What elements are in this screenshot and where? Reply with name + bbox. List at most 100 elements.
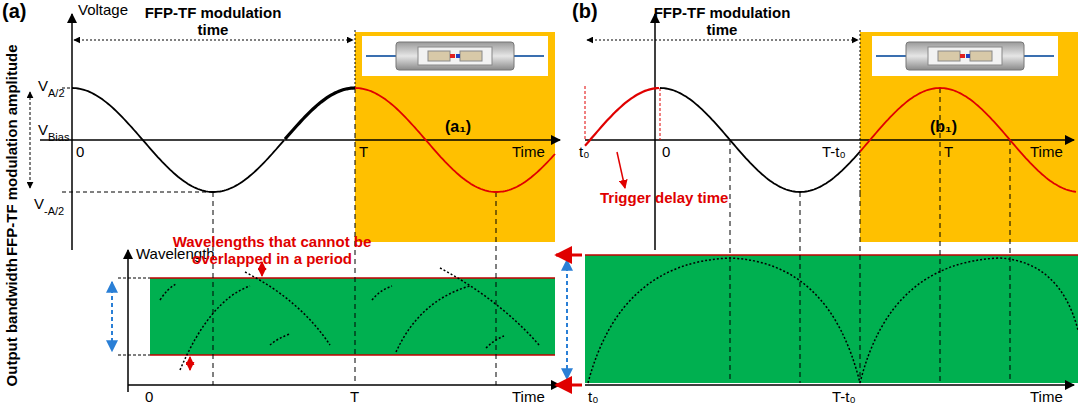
drawing-path [860, 258, 1078, 383]
drawing-rect [428, 51, 450, 61]
time-axis [40, 139, 560, 141]
drawing-line [1024, 55, 1054, 57]
voltage-axis [71, 14, 73, 250]
drawing-line [800, 192, 801, 383]
drawing-path [660, 88, 860, 192]
drawing-line [118, 278, 150, 279]
highlight-panel [355, 32, 555, 242]
drawing-line [617, 152, 625, 188]
level-label: V [38, 78, 48, 95]
drawing-rect [396, 42, 514, 70]
drawing-rect [456, 54, 460, 58]
drawing-path [440, 268, 540, 346]
highlight-panel [860, 32, 1078, 242]
drawing-rect [906, 42, 1024, 70]
drawing-line [150, 354, 555, 356]
drawing-rect [960, 54, 965, 58]
tick-label: 0 [662, 144, 670, 161]
drawing-line [118, 355, 150, 356]
drawing-line [496, 192, 497, 385]
annotation: Wavelengths that cannot be overlapped in… [162, 234, 382, 267]
period-arrow [74, 40, 353, 41]
modulation-waveform [72, 88, 1076, 192]
drawing-line [654, 14, 656, 250]
tick-label: T [350, 389, 359, 406]
tick-label: T [944, 144, 953, 161]
tick-label: 0 [76, 144, 84, 161]
drawing-line [556, 384, 582, 387]
drawing-line [127, 250, 129, 392]
drawing-line [860, 30, 861, 192]
drawing-path [585, 88, 659, 146]
highlight-period: (b₁) [860, 32, 1078, 242]
highlight-period: (a₁) [355, 32, 555, 242]
drawing-line [585, 254, 1078, 256]
tick-label: t₀ [579, 144, 589, 161]
drawing-line [213, 192, 214, 385]
drawing-line [660, 88, 661, 140]
amplitude-arrow [30, 92, 31, 188]
level-label: V [34, 196, 44, 213]
level-label: V [38, 122, 48, 139]
drawing-rect [418, 47, 492, 65]
drawing-rect [460, 51, 482, 61]
drawing-line [730, 140, 731, 383]
axis-title: Voltage [78, 2, 128, 19]
drawing-path [72, 88, 284, 192]
drawing-line [566, 260, 568, 379]
drawing-rect [966, 54, 970, 58]
drawing-line [876, 55, 906, 57]
ffp-tf-device [872, 36, 1058, 76]
drawing-line [585, 139, 1074, 141]
panel-letter: (b) [572, 0, 598, 22]
drawing-path [245, 272, 330, 345]
drawing-path [285, 88, 355, 139]
drawing-line [128, 384, 560, 386]
drawing-line [556, 254, 582, 257]
period-label: FFP-TF modulation time [652, 5, 792, 38]
drawing-rect [938, 51, 960, 61]
tick-label: T [359, 144, 368, 161]
drawing-line [514, 55, 544, 57]
axis-unit: Time [512, 389, 545, 406]
wavelength-sweep [160, 268, 540, 370]
drawing-line [860, 192, 861, 383]
wavelength-sweep [588, 258, 1078, 383]
period-label: FFP-TF modulation time [143, 5, 283, 38]
ffp-tf-device [362, 36, 548, 76]
drawing-path [588, 258, 860, 383]
drawing-rect [872, 36, 1058, 76]
drawing-path [396, 286, 470, 352]
drawing-line [189, 357, 191, 370]
panel-letter: (a) [2, 0, 26, 22]
axis-unit: Time [1030, 144, 1063, 161]
drawing-rect [450, 54, 455, 58]
drawing-path [355, 88, 555, 192]
drawing-path [270, 334, 290, 345]
drawing-rect [970, 51, 992, 61]
level-subscript: A/2 [48, 87, 65, 99]
axis-title: FFP-TF modulation amplitude [4, 44, 21, 256]
drawing-line [150, 277, 555, 279]
level-subscript: -A/2 [44, 205, 64, 217]
panel-label: (a₁) [445, 118, 471, 136]
drawing-rect [928, 47, 1002, 65]
drawing-line [355, 30, 356, 88]
tick-label: t₀ [588, 389, 598, 406]
drawing-path [180, 286, 250, 370]
axis-unit: Time [1030, 389, 1063, 406]
tick-label: 0 [145, 389, 153, 406]
bandwidth-arrow [111, 282, 113, 351]
output-band [585, 255, 1078, 383]
tick-label: T-t₀ [832, 389, 856, 406]
drawing-line [366, 55, 396, 57]
drawing-path [860, 88, 1076, 192]
axis-unit: Time [512, 144, 545, 161]
drawing-line [585, 384, 1074, 386]
drawing-path [486, 336, 504, 348]
drawing-path [160, 284, 176, 300]
drawing-line [585, 86, 586, 140]
drawing-path [372, 286, 392, 300]
